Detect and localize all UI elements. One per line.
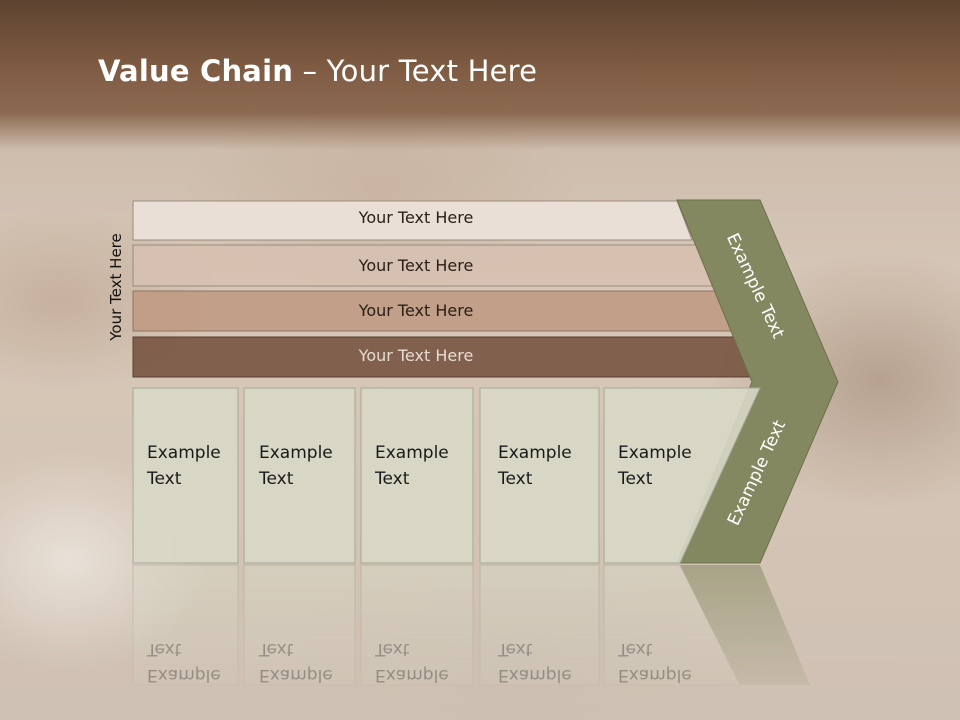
slide-title-bold: Value Chain bbox=[98, 54, 294, 88]
title-bar bbox=[0, 0, 960, 150]
primary-box-5[interactable] bbox=[603, 387, 761, 564]
support-bar-3-label: Your Text Here bbox=[358, 301, 474, 320]
primary-box-2[interactable] bbox=[243, 387, 356, 564]
primary-box-1[interactable] bbox=[132, 387, 239, 564]
primary-box-3[interactable] bbox=[360, 387, 474, 564]
support-bar-2-label: Your Text Here bbox=[358, 256, 474, 275]
support-bar-4-label: Your Text Here bbox=[358, 346, 474, 365]
slide-title-rest: – Your Text Here bbox=[293, 54, 538, 88]
slide-title[interactable]: Value Chain – Your Text Here bbox=[98, 54, 537, 88]
support-bar-1[interactable] bbox=[132, 200, 693, 241]
primary-box-4[interactable] bbox=[479, 387, 600, 564]
support-bar-1-label: Your Text Here bbox=[358, 208, 474, 227]
diagram-reflection bbox=[132, 564, 810, 686]
